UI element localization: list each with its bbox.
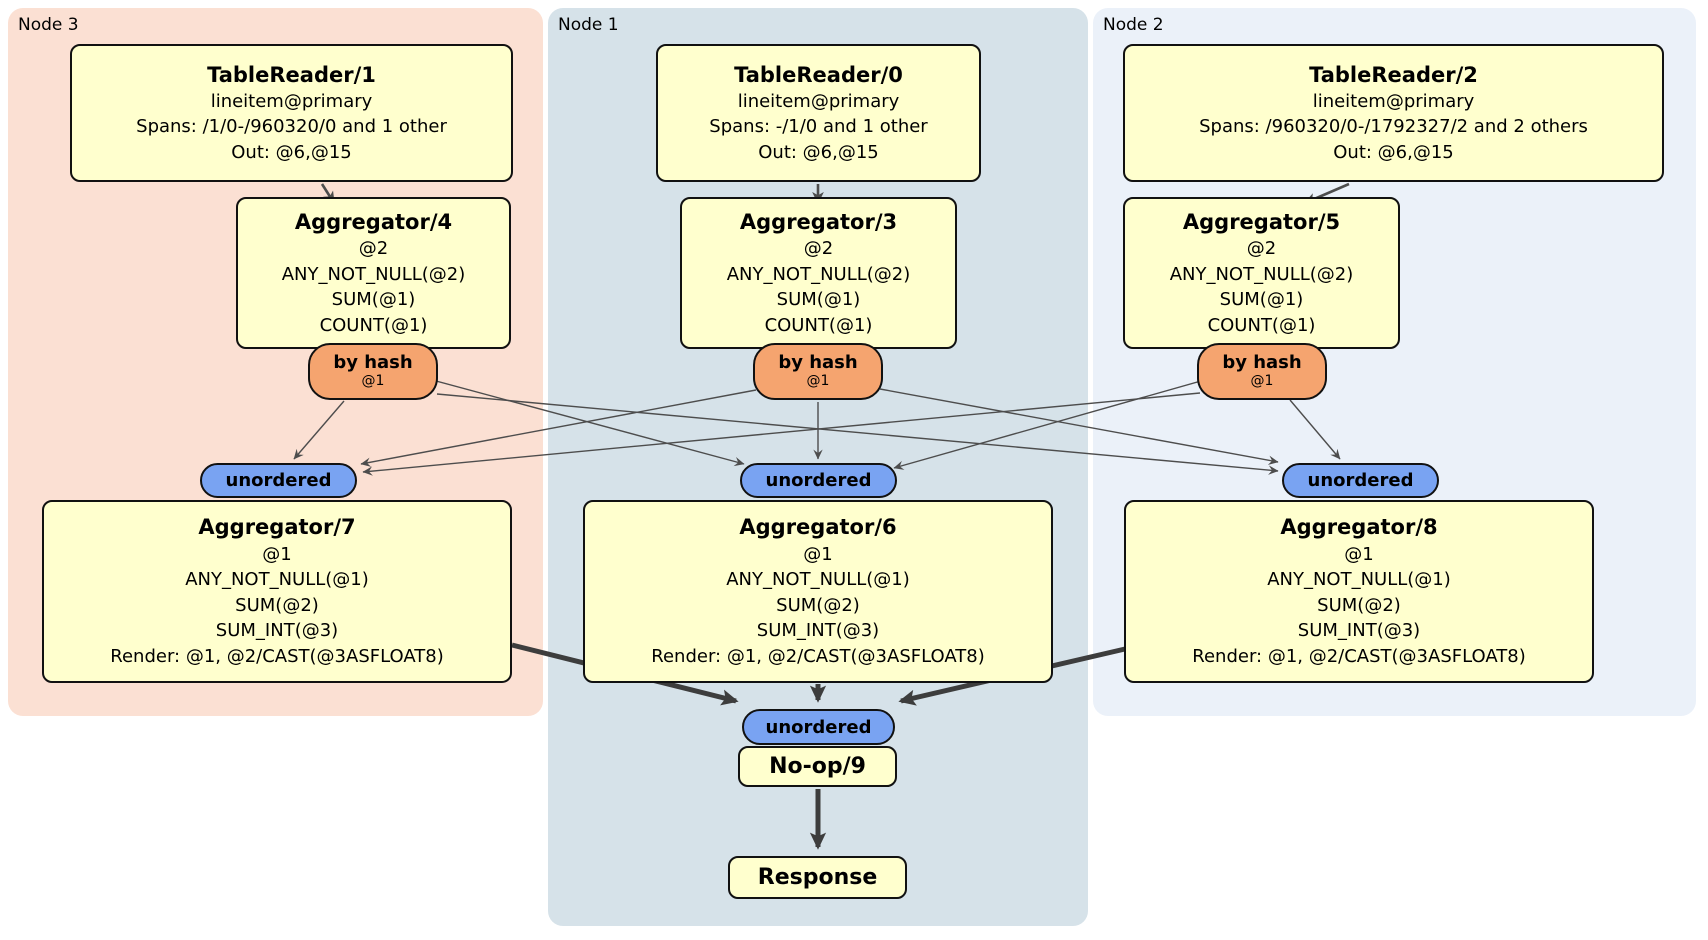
- processor-index: lineitem@primary: [210, 90, 373, 112]
- render-expr: Render: @1, @2/CAST(@3ASFLOAT8): [110, 645, 444, 667]
- processor-noop-9: No-op/9: [738, 746, 897, 787]
- router-hash-cols: @1: [806, 373, 830, 390]
- group-cols: @2: [803, 238, 834, 260]
- agg-fn: ANY_NOT_NULL(@2): [1169, 263, 1354, 285]
- router-label: by hash: [333, 352, 413, 374]
- processor-title: TableReader/0: [734, 62, 903, 87]
- processor-title: TableReader/1: [207, 62, 376, 87]
- node1-label: Node 1: [558, 15, 619, 35]
- processor-aggregator-4: Aggregator/4 @2 ANY_NOT_NULL(@2) SUM(@1)…: [236, 197, 511, 349]
- stream-unordered-left: unordered: [200, 463, 357, 498]
- group-cols: @1: [803, 543, 833, 565]
- agg-fn: SUM_INT(@3): [756, 620, 880, 642]
- agg-fn: ANY_NOT_NULL(@1): [185, 569, 369, 591]
- processor-index: lineitem@primary: [737, 90, 900, 112]
- agg-fn: SUM(@2): [776, 594, 860, 616]
- agg-fn: SUM(@2): [235, 594, 319, 616]
- agg-fn: ANY_NOT_NULL(@1): [726, 569, 910, 591]
- router-label: by hash: [778, 352, 858, 374]
- agg-fn: SUM(@1): [331, 289, 416, 311]
- response-title: Response: [757, 864, 878, 890]
- processor-title: Aggregator/5: [1182, 209, 1341, 234]
- processor-title: TableReader/2: [1309, 62, 1478, 87]
- response-box: Response: [728, 856, 907, 899]
- render-expr: Render: @1, @2/CAST(@3ASFLOAT8): [651, 645, 985, 667]
- processor-title: Aggregator/3: [739, 209, 898, 234]
- agg-fn: SUM(@1): [776, 289, 861, 311]
- processor-aggregator-6: Aggregator/6 @1 ANY_NOT_NULL(@1) SUM(@2)…: [583, 500, 1053, 683]
- processor-title: Aggregator/8: [1280, 515, 1438, 540]
- router-by-hash-left: by hash @1: [308, 343, 438, 400]
- processor-title: Aggregator/7: [198, 515, 356, 540]
- processor-spans: Spans: /960320/0-/1792327/2 and 2 others: [1199, 116, 1588, 138]
- processor-aggregator-7: Aggregator/7 @1 ANY_NOT_NULL(@1) SUM(@2)…: [42, 500, 512, 683]
- agg-fn: ANY_NOT_NULL(@1): [1267, 569, 1451, 591]
- agg-fn: ANY_NOT_NULL(@2): [726, 263, 911, 285]
- processor-tablereader-1: TableReader/1 lineitem@primary Spans: /1…: [70, 44, 513, 182]
- processor-title: Aggregator/4: [294, 209, 453, 234]
- group-cols: @2: [1246, 238, 1277, 260]
- processor-out: Out: @6,@15: [1333, 141, 1454, 163]
- node2-label: Node 2: [1103, 15, 1164, 35]
- router-by-hash-center: by hash @1: [753, 343, 883, 400]
- processor-index: lineitem@primary: [1312, 90, 1475, 112]
- group-cols: @1: [262, 543, 292, 565]
- router-to-stream-edges: [293, 380, 1341, 476]
- router-hash-cols: @1: [361, 373, 385, 390]
- agg-fn: SUM_INT(@3): [1297, 620, 1421, 642]
- group-cols: @2: [358, 238, 389, 260]
- processor-tablereader-0: TableReader/0 lineitem@primary Spans: -/…: [656, 44, 981, 182]
- agg-fn: COUNT(@1): [764, 314, 873, 336]
- agg-fn: SUM_INT(@3): [215, 620, 339, 642]
- agg-fn: ANY_NOT_NULL(@2): [281, 263, 466, 285]
- processor-aggregator-8: Aggregator/8 @1 ANY_NOT_NULL(@1) SUM(@2)…: [1124, 500, 1594, 683]
- group-cols: @1: [1344, 543, 1374, 565]
- render-expr: Render: @1, @2/CAST(@3ASFLOAT8): [1192, 645, 1526, 667]
- stream-unordered-final: unordered: [742, 709, 895, 745]
- router-hash-cols: @1: [1250, 373, 1274, 390]
- node3-label: Node 3: [18, 15, 79, 35]
- agg-fn: SUM(@2): [1317, 594, 1401, 616]
- router-by-hash-right: by hash @1: [1197, 343, 1327, 400]
- processor-spans: Spans: -/1/0 and 1 other: [709, 116, 928, 138]
- processor-spans: Spans: /1/0-/960320/0 and 1 other: [136, 116, 447, 138]
- processor-aggregator-3: Aggregator/3 @2 ANY_NOT_NULL(@2) SUM(@1)…: [680, 197, 957, 349]
- processor-tablereader-2: TableReader/2 lineitem@primary Spans: /9…: [1123, 44, 1664, 182]
- processor-out: Out: @6,@15: [231, 141, 352, 163]
- processor-title: Aggregator/6: [739, 515, 897, 540]
- router-label: by hash: [1222, 352, 1302, 374]
- agg-fn: SUM(@1): [1219, 289, 1304, 311]
- stream-unordered-right: unordered: [1282, 463, 1439, 498]
- processor-aggregator-5: Aggregator/5 @2 ANY_NOT_NULL(@2) SUM(@1)…: [1123, 197, 1400, 349]
- stream-unordered-center: unordered: [740, 463, 897, 498]
- agg-fn: COUNT(@1): [319, 314, 428, 336]
- processor-title: No-op/9: [769, 753, 866, 779]
- agg-fn: COUNT(@1): [1207, 314, 1316, 336]
- processor-out: Out: @6,@15: [758, 141, 879, 163]
